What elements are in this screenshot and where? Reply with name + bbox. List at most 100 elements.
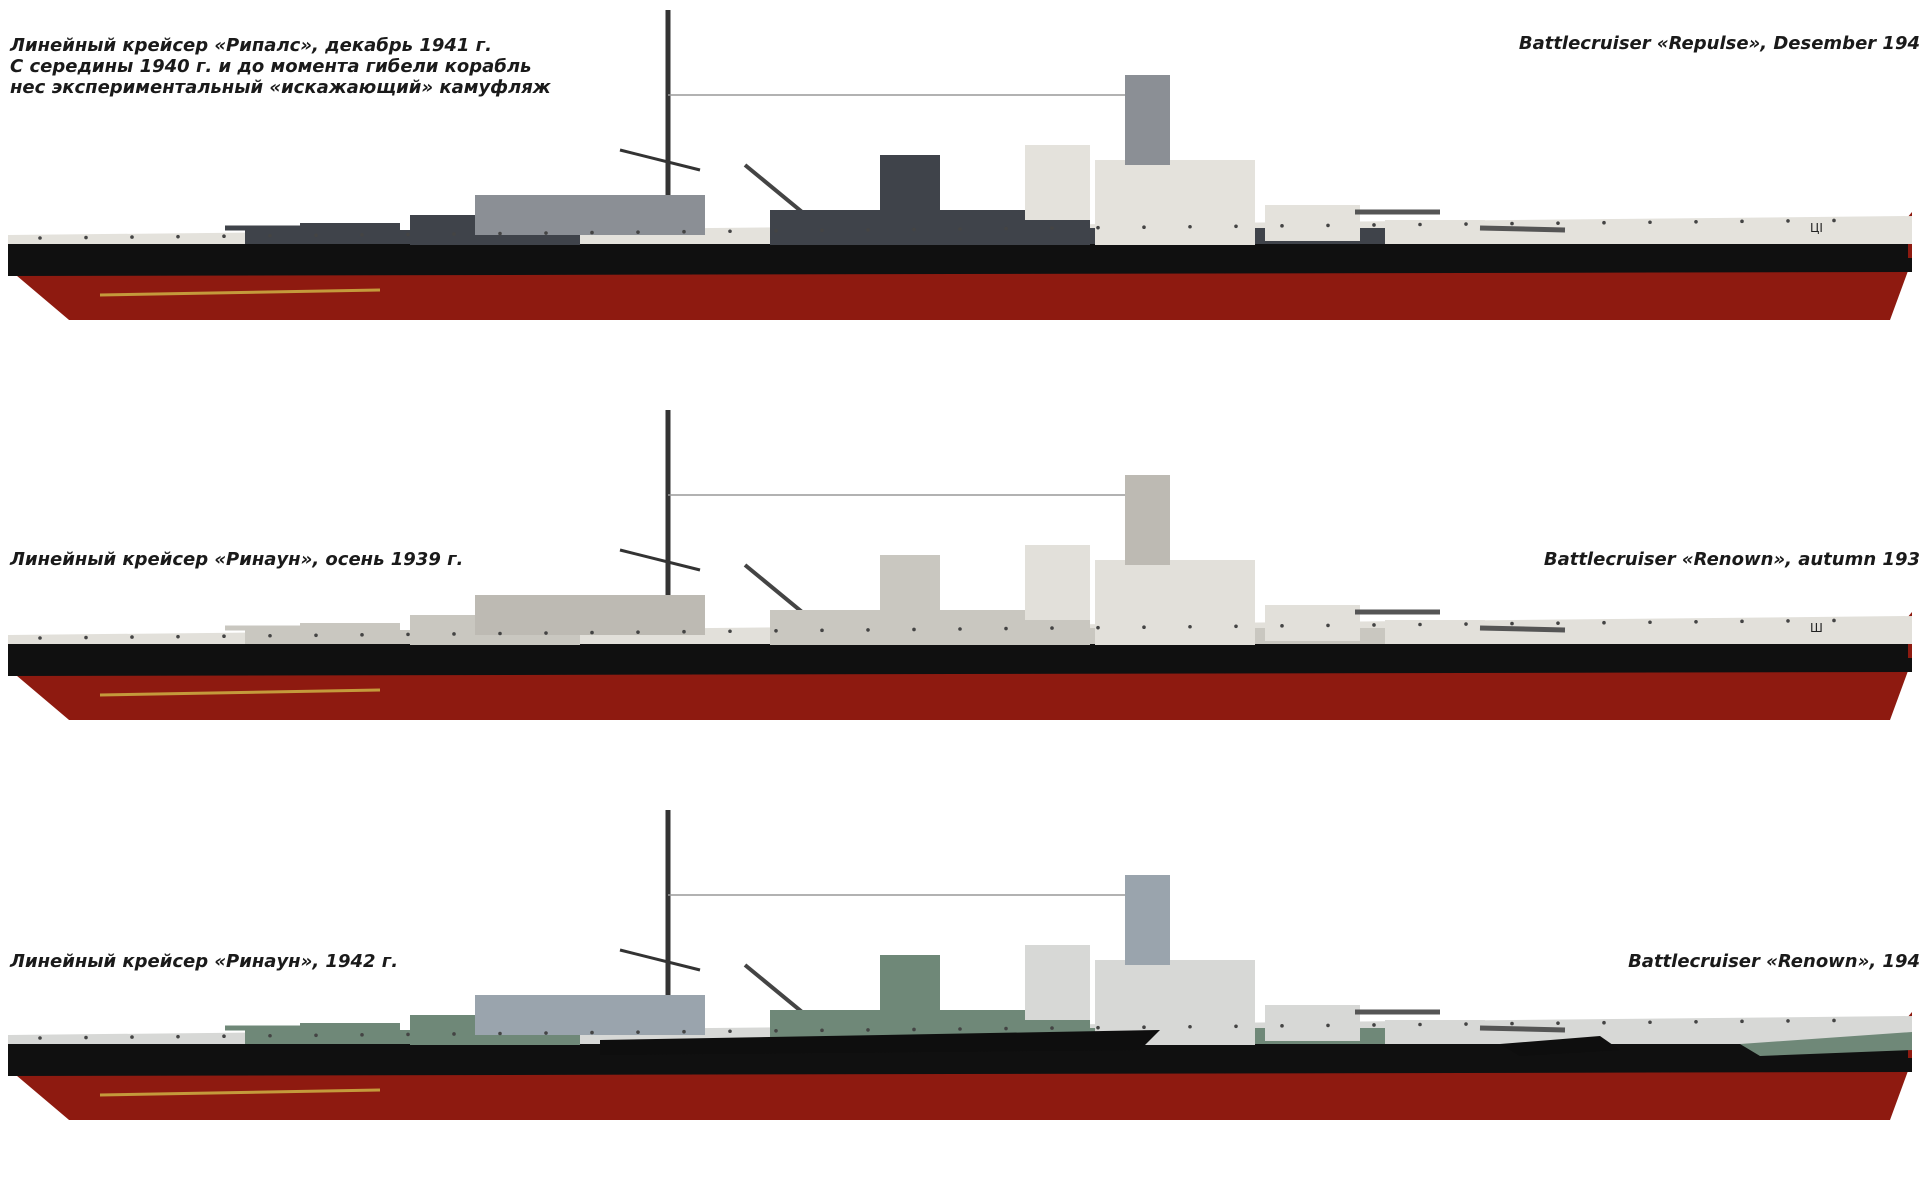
porthole <box>1234 624 1238 629</box>
porthole <box>1234 1024 1238 1029</box>
caption-ru-renown-1942: Линейный крейсер «Ринаун», 1942 г. <box>10 951 398 972</box>
porthole <box>1464 1022 1468 1026</box>
porthole <box>314 633 318 638</box>
porthole <box>498 1031 502 1036</box>
porthole <box>130 1035 134 1039</box>
bridge-tower <box>1095 560 1255 645</box>
porthole <box>314 1033 318 1038</box>
porthole <box>1556 621 1560 625</box>
aft-funnel <box>880 155 940 215</box>
turret-a <box>1385 1020 1485 1044</box>
porthole <box>728 629 732 634</box>
porthole <box>1234 224 1238 229</box>
porthole <box>406 632 410 637</box>
porthole <box>912 1027 916 1032</box>
porthole <box>912 627 916 632</box>
aft-funnel <box>880 955 940 1015</box>
porthole <box>1418 222 1422 227</box>
porthole <box>222 1034 226 1038</box>
porthole <box>498 631 502 636</box>
porthole <box>1050 626 1054 630</box>
porthole <box>1096 625 1100 630</box>
porthole <box>1556 1021 1560 1025</box>
gun-barrel <box>1479 225 1566 233</box>
propeller-shaft <box>99 288 381 297</box>
porthole <box>452 232 456 236</box>
porthole <box>866 228 870 232</box>
porthole <box>590 630 594 635</box>
porthole <box>774 629 778 633</box>
waterline <box>8 1058 1912 1076</box>
ship-drawing-renown-1942 <box>0 800 1920 1120</box>
porthole <box>1694 220 1698 224</box>
porthole <box>636 630 640 634</box>
camo-black-patch <box>1500 1036 1620 1056</box>
turret-y <box>300 223 400 243</box>
porthole <box>1188 1024 1192 1029</box>
porthole <box>1786 619 1790 623</box>
hull-draft-marks: ЦІ <box>1810 221 1823 235</box>
porthole <box>1694 1020 1698 1024</box>
porthole <box>1004 1026 1008 1031</box>
porthole <box>1832 618 1836 623</box>
porthole <box>958 227 962 231</box>
porthole <box>1510 621 1514 626</box>
porthole <box>682 629 686 634</box>
director-tower <box>1125 475 1170 565</box>
porthole <box>682 1029 686 1034</box>
camo-green-patch <box>1740 1032 1912 1056</box>
porthole <box>1602 1020 1606 1025</box>
porthole <box>1326 223 1330 228</box>
porthole <box>1188 624 1192 629</box>
mast-yard <box>619 948 701 972</box>
hull-draft-marks: Ш <box>1810 621 1823 635</box>
caption-line: Линейный крейсер «Ринаун», 1942 г. <box>10 951 399 972</box>
caption-ru-renown-1939: Линейный крейсер «Ринаун», осень 1939 г. <box>10 549 463 570</box>
aft-superstructure <box>475 995 705 1035</box>
porthole <box>912 227 916 232</box>
porthole <box>774 229 778 233</box>
porthole <box>820 1028 824 1033</box>
porthole <box>1096 225 1100 230</box>
turret-y <box>300 1023 400 1043</box>
porthole <box>1372 1023 1376 1027</box>
turret-a <box>1385 220 1485 244</box>
ship-drawing-repulse: ЦІ <box>0 0 1920 320</box>
porthole <box>1280 224 1284 228</box>
porthole <box>1096 1025 1100 1030</box>
porthole <box>1740 219 1744 224</box>
porthole <box>222 234 226 238</box>
caption-text: Battlecruiser «Renown», 194 <box>1628 951 1920 972</box>
porthole <box>130 235 134 239</box>
caption-line: Линейный крейсер «Рипалс», декабрь 1941 … <box>10 35 492 56</box>
mast-yard <box>619 148 701 172</box>
porthole <box>544 231 548 235</box>
porthole <box>268 233 272 238</box>
porthole <box>820 628 824 633</box>
porthole <box>1142 625 1146 629</box>
caption-text: Battlecruiser «Repulse», Desember 194 <box>1518 33 1920 54</box>
porthole <box>1602 620 1606 625</box>
porthole <box>1142 225 1146 229</box>
porthole <box>84 1035 88 1040</box>
stern-skeg <box>65 1076 130 1105</box>
porthole <box>84 235 88 240</box>
porthole <box>314 233 318 238</box>
porthole <box>406 1032 410 1037</box>
porthole <box>1832 218 1836 223</box>
porthole <box>1050 226 1054 230</box>
stern-skeg <box>65 276 130 305</box>
porthole <box>544 1031 548 1035</box>
turret-y <box>300 623 400 643</box>
porthole <box>176 634 180 639</box>
porthole <box>1372 623 1376 627</box>
porthole <box>774 1029 778 1033</box>
porthole <box>1740 619 1744 624</box>
porthole <box>1188 224 1192 229</box>
porthole <box>130 635 134 639</box>
waterline <box>8 658 1912 676</box>
turret-b <box>1265 605 1360 641</box>
gun-barrel <box>1479 625 1566 633</box>
porthole <box>1786 1019 1790 1023</box>
porthole <box>682 229 686 234</box>
